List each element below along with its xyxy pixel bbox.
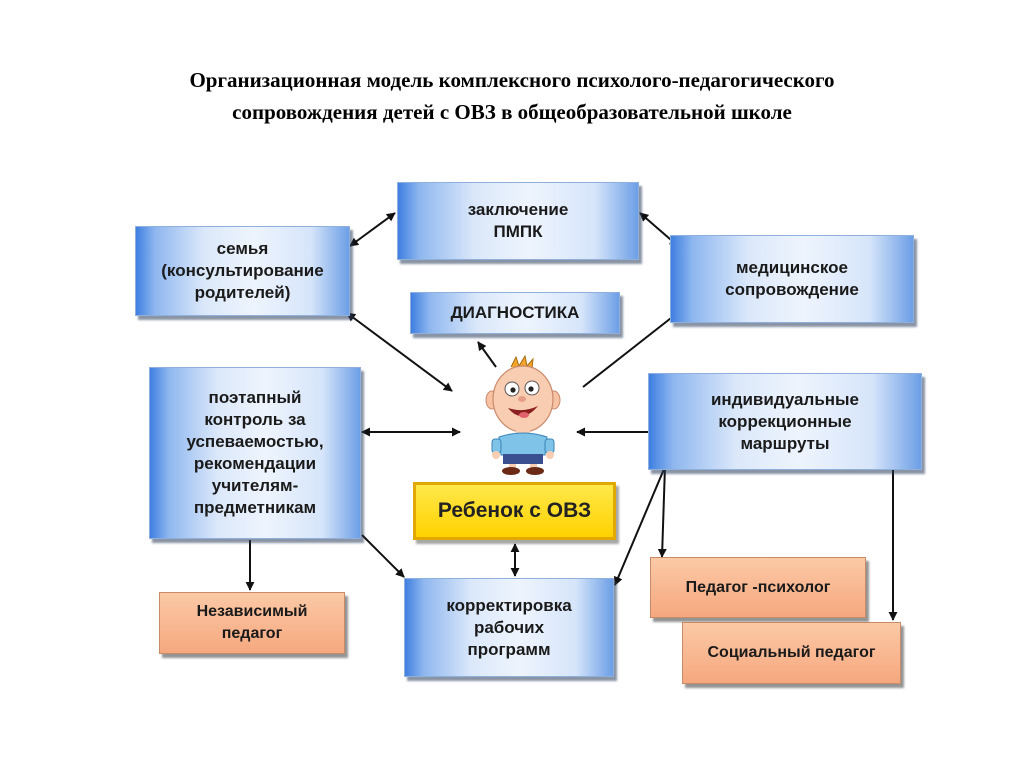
node-medical-line-1: медицинское (735, 258, 849, 277)
node-control-line-1: поэтапный (208, 388, 302, 407)
node-psychologist-label: Педагог -психолог (685, 578, 831, 596)
node-psychologist: Педагог -психолог (650, 557, 866, 618)
node-family-line-2: (консультирование (161, 261, 324, 280)
node-child: Ребенок с ОВЗ (413, 482, 616, 540)
node-diagnostics: ДИАГНОСТИКА (410, 292, 620, 334)
node-diagnostics-label: ДИАГНОСТИКА (450, 303, 580, 322)
node-medical-line-2: сопровождение (725, 280, 859, 299)
node-control-line-6: предметникам (193, 498, 317, 517)
node-independent-line-2: педагог (221, 625, 283, 642)
edge-control-correction (361, 534, 405, 578)
node-routes-line-3: маршруты (740, 433, 830, 453)
node-control-line-3: успеваемостью, (186, 432, 324, 451)
node-routes: индивидуальные коррекционные маршруты (648, 373, 922, 470)
title-line-2: сопровождения детей с ОВЗ в общеобразова… (232, 100, 792, 124)
node-control-line-5: учителям- (211, 476, 299, 495)
edge-child-medical (582, 310, 681, 388)
node-family-line-1: семья (216, 239, 269, 258)
node-routes-line-1: индивидуальные (710, 389, 860, 409)
node-independent-line-1: Независимый (196, 603, 308, 620)
node-routes-line-2: коррекционные (718, 411, 852, 431)
node-correction-line-1: корректировка (446, 595, 572, 615)
node-conclusion: заключение ПМПК (397, 182, 639, 260)
page-title: Организационная модель комплексного псих… (40, 64, 984, 128)
node-social: Социальный педагог (682, 622, 901, 684)
node-control-line-2: контроль за (204, 410, 306, 429)
edge-routes-correction (614, 461, 668, 586)
node-family: семья (консультирование родителей) (135, 226, 350, 316)
node-social-label: Социальный педагог (707, 644, 876, 661)
node-control-line-4: рекомендации (193, 454, 317, 473)
edge-conclusion-family (349, 212, 396, 247)
edge-child-family (346, 312, 453, 392)
node-family-line-3: родителей) (194, 283, 291, 302)
node-conclusion-line-1: заключение (467, 200, 569, 219)
node-child-label: Ребенок с ОВЗ (437, 499, 592, 522)
node-conclusion-line-2: ПМПК (493, 222, 543, 241)
edge-routes-psychologist (657, 465, 667, 558)
node-correction: корректировка рабочих программ (404, 578, 614, 677)
node-medical: медицинское сопровождение (670, 235, 914, 323)
node-independent: Независимый педагог (159, 592, 345, 654)
node-correction-line-2: рабочих (473, 617, 545, 637)
edge-child-diagnostics (477, 341, 497, 368)
node-control: поэтапный контроль за успеваемостью, рек… (149, 367, 361, 539)
cartoon-child-icon (485, 355, 561, 475)
node-correction-line-3: программ (467, 639, 551, 659)
title-line-1: Организационная модель комплексного псих… (189, 68, 835, 92)
